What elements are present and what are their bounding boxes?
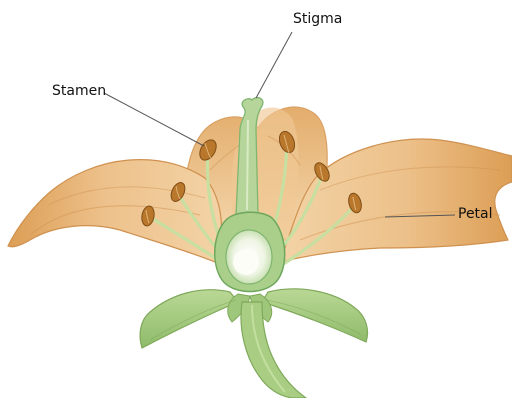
stigma-leader bbox=[256, 32, 292, 98]
petal-label: Petal bbox=[458, 207, 493, 221]
ovule bbox=[233, 249, 259, 275]
stamen-leader bbox=[104, 93, 204, 146]
stamen-label: Stamen bbox=[52, 84, 106, 98]
stem bbox=[241, 302, 306, 398]
stigma-label: Stigma bbox=[293, 12, 342, 26]
